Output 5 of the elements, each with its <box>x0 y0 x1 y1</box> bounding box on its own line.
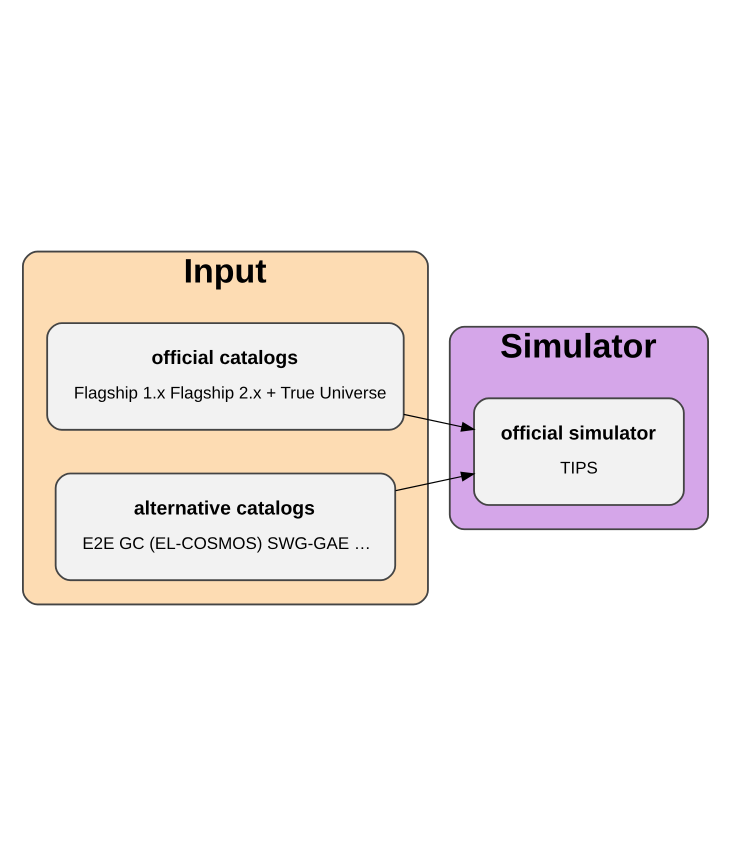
arrow <box>404 413 476 432</box>
node-box: official simulator TIPS <box>473 396 685 506</box>
node-box: official catalogs Flagship 1.x Flagship 2.x + True Universe <box>46 322 405 430</box>
arrow <box>395 471 476 491</box>
node-box: alternative catalogs E2E GC (EL-COSMOS) SWG-GAE … <box>54 472 396 581</box>
